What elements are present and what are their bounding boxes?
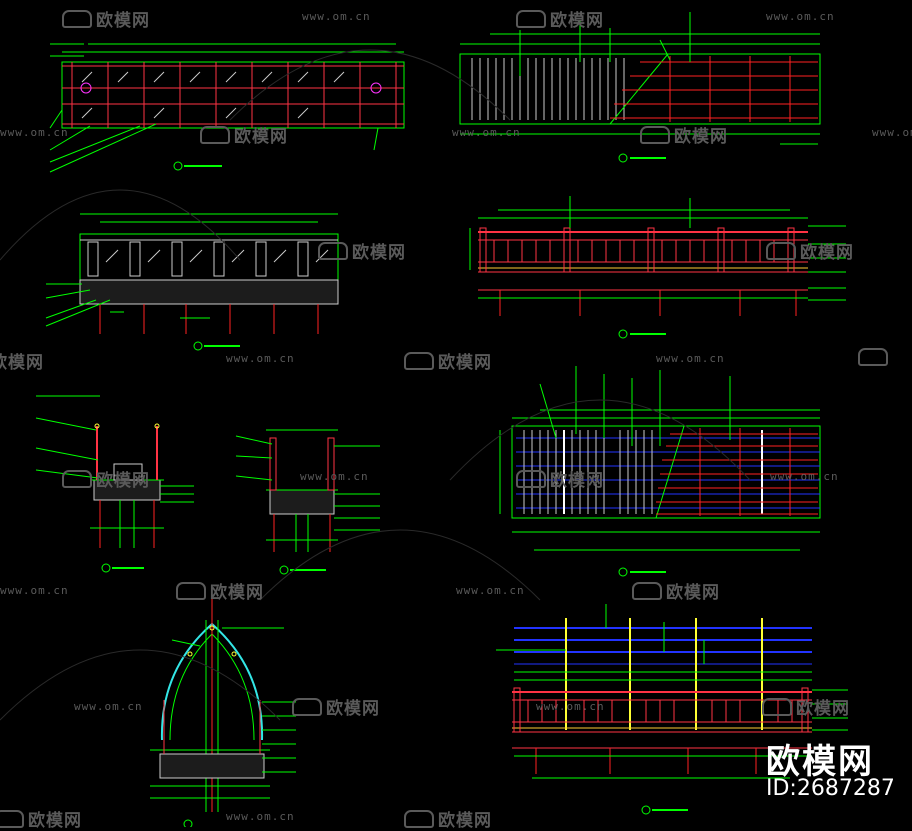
- sofa-logo-icon: [640, 126, 670, 144]
- watermark-brand: 欧模网: [318, 238, 406, 263]
- watermark-brand-text: 欧模网: [28, 811, 82, 831]
- watermark-url: www.om.cn: [0, 126, 69, 139]
- sofa-logo-icon: [62, 470, 92, 488]
- drawing-6c-railing-elevation: [496, 604, 848, 815]
- watermark-url: www.om.cn: [302, 10, 371, 23]
- watermark-brand-text: 欧模网: [96, 11, 150, 31]
- watermark-brand-text: 欧模网: [0, 353, 44, 373]
- watermark-brand: 欧模网: [176, 578, 264, 603]
- watermark-brand: 欧模网: [516, 6, 604, 31]
- watermark-url: www.om.cn: [226, 810, 295, 823]
- brand-badge-id: ID:2687287: [766, 776, 895, 801]
- watermark-brand: [858, 348, 892, 369]
- sofa-logo-icon: [318, 242, 348, 260]
- watermark-url: www.om.cn: [74, 700, 143, 713]
- watermark-brand: 欧模网: [0, 806, 82, 831]
- watermark-brand-text: 欧模网: [438, 353, 492, 373]
- watermark-brand-text: 欧模网: [326, 699, 380, 719]
- sofa-logo-icon: [766, 242, 796, 260]
- sofa-logo-icon: [404, 352, 434, 370]
- watermark-brand: 欧模网: [404, 806, 492, 831]
- watermark-brand: 欧模网: [200, 122, 288, 147]
- sofa-logo-icon: [292, 698, 322, 716]
- watermark-arcs: [0, 49, 751, 721]
- sofa-logo-icon: [858, 348, 888, 366]
- watermark-url: www.om.cn: [656, 352, 725, 365]
- watermark-brand: 欧模网: [292, 694, 380, 719]
- drawing-7-arch-section: [150, 596, 296, 829]
- sofa-logo-icon: [762, 698, 792, 716]
- watermark-brand: 欧模网: [404, 348, 492, 373]
- drawing-4-deck-plan: [459, 12, 821, 163]
- watermark-brand: 欧模网: [62, 466, 150, 491]
- drawing-5-railing-elevation: [469, 196, 846, 339]
- sofa-logo-icon: [404, 810, 434, 828]
- watermark-brand-text: 欧模网: [438, 811, 492, 831]
- drawing-1-railing-plan: [49, 43, 405, 173]
- watermark-brand: 欧模网: [762, 694, 850, 719]
- brand-badge-title: 欧模网: [766, 742, 874, 782]
- watermark-brand: 欧模网: [62, 6, 150, 31]
- watermark-brand-text: 欧模网: [674, 127, 728, 147]
- watermark-brand-text: 欧模网: [210, 583, 264, 603]
- watermark-url: www.om.cn: [456, 584, 525, 597]
- sofa-logo-icon: [176, 582, 206, 600]
- watermark-brand: 欧模网: [0, 348, 44, 373]
- watermark-brand: 欧模网: [516, 466, 604, 491]
- watermark-brand: 欧模网: [632, 578, 720, 603]
- watermark-brand-text: 欧模网: [352, 243, 406, 263]
- sofa-logo-icon: [0, 810, 24, 828]
- watermark-brand-text: 欧模网: [550, 11, 604, 31]
- watermark-url: www.om.cn: [872, 126, 912, 139]
- watermark-url: www.om.cn: [226, 352, 295, 365]
- watermark-url: www.om.cn: [0, 584, 69, 597]
- sofa-logo-icon: [516, 10, 546, 28]
- sofa-logo-icon: [516, 470, 546, 488]
- sofa-logo-icon: [200, 126, 230, 144]
- watermark-url: www.om.cn: [452, 126, 521, 139]
- sofa-logo-icon: [632, 582, 662, 600]
- watermark-brand-text: 欧模网: [96, 471, 150, 491]
- sofa-logo-icon: [62, 10, 92, 28]
- drawing-6-glass-railing-elevation: [45, 213, 339, 351]
- watermark-brand-text: 欧模网: [666, 583, 720, 603]
- watermark-url: www.om.cn: [300, 470, 369, 483]
- watermark-brand-text: 欧模网: [796, 699, 850, 719]
- drawing-5b-deck-plan: [499, 366, 821, 577]
- watermark-brand-text: 欧模网: [800, 243, 854, 263]
- watermark-brand: 欧模网: [640, 122, 728, 147]
- watermark-url: www.om.cn: [770, 470, 839, 483]
- watermark-url: www.om.cn: [766, 10, 835, 23]
- drawing-6b-railing-section: [235, 429, 380, 575]
- watermark-brand-text: 欧模网: [234, 127, 288, 147]
- watermark-brand: 欧模网: [766, 238, 854, 263]
- watermark-brand-text: 欧模网: [550, 471, 604, 491]
- watermark-url: www.om.cn: [536, 700, 605, 713]
